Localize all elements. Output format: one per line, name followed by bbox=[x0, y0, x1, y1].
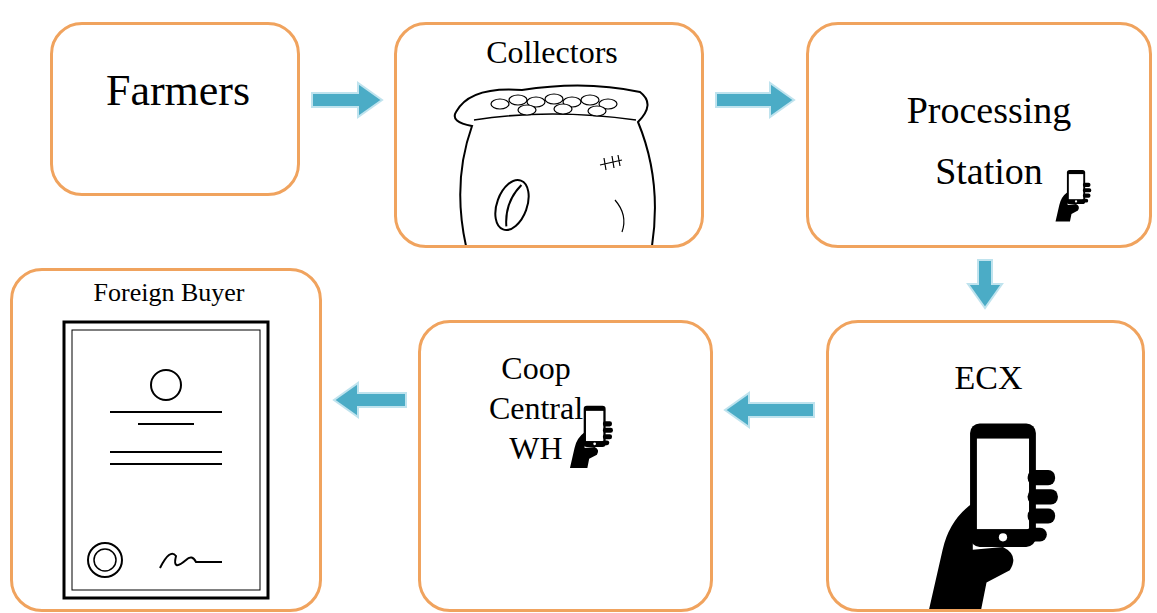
sack-outline bbox=[455, 85, 655, 246]
process-box: Coop Central WH bbox=[418, 320, 713, 612]
beans bbox=[491, 94, 617, 116]
phone-icon bbox=[1056, 170, 1092, 222]
certificate-seal bbox=[88, 543, 122, 577]
sack-opening bbox=[474, 114, 636, 120]
process-box: Farmers bbox=[50, 22, 300, 196]
certificate-frame bbox=[64, 322, 268, 598]
process-box: Processing Station bbox=[806, 22, 1152, 248]
block-arrow bbox=[716, 83, 794, 117]
bean bbox=[545, 94, 563, 104]
certificate-line bbox=[110, 451, 222, 453]
node-label: Collectors bbox=[397, 33, 707, 71]
node-label: Foreign Buyer bbox=[13, 277, 325, 308]
bean bbox=[509, 95, 527, 105]
bean bbox=[491, 99, 509, 109]
sack-stitches bbox=[600, 155, 622, 170]
node-label: Farmers bbox=[53, 65, 303, 118]
phone-icon bbox=[929, 423, 1058, 610]
certificate-line bbox=[110, 411, 222, 413]
bean bbox=[554, 104, 572, 114]
certificate-line bbox=[110, 463, 222, 465]
node-label: ECX bbox=[829, 358, 1148, 399]
certificate-inner-frame bbox=[72, 330, 260, 590]
certificate-line bbox=[138, 423, 194, 425]
process-box: ECX bbox=[826, 320, 1145, 612]
block-arrow bbox=[725, 393, 814, 427]
block-arrow bbox=[312, 83, 382, 117]
bean bbox=[518, 105, 536, 115]
bean-print bbox=[489, 175, 535, 234]
bean bbox=[588, 106, 606, 116]
certificate-signature bbox=[160, 554, 222, 568]
process-box: Foreign Buyer bbox=[10, 268, 322, 612]
process-box: Collectors bbox=[394, 22, 704, 248]
bean-crease bbox=[502, 183, 522, 226]
block-arrow bbox=[968, 260, 1002, 308]
block-arrow bbox=[334, 383, 406, 417]
certificate bbox=[64, 322, 268, 598]
node-label: Processing Station bbox=[869, 80, 1109, 202]
bean bbox=[489, 175, 535, 234]
sack-patch bbox=[615, 200, 624, 232]
certificate-seal bbox=[94, 549, 116, 571]
certificate-emblem bbox=[151, 370, 181, 400]
bean bbox=[581, 95, 599, 105]
node-label: Coop Central WH bbox=[461, 348, 611, 468]
coffee-sack bbox=[455, 85, 655, 246]
